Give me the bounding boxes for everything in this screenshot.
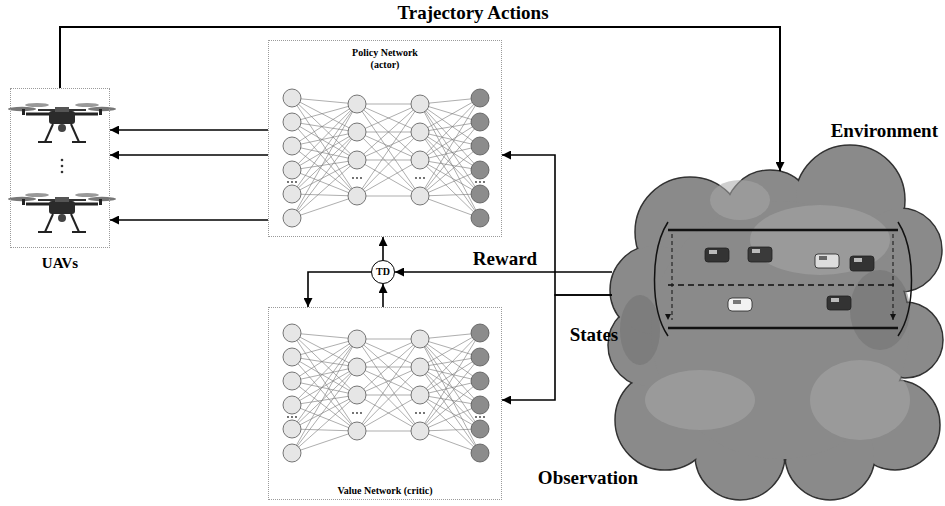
road <box>655 222 912 336</box>
node-heading: UAVs <box>11 255 109 272</box>
environment-cloud: Environment <box>612 160 940 500</box>
edge-label: Trajectory Actions <box>394 2 551 24</box>
uav-drones <box>8 103 116 232</box>
environment-cloud-shape <box>608 145 943 500</box>
flow-arrow <box>110 219 268 221</box>
node-heading: TD <box>376 266 390 278</box>
neural-network <box>283 89 489 462</box>
node-heading: Value Network (critic) <box>337 485 433 497</box>
flow-arrow <box>502 295 612 400</box>
flow-arrow <box>382 237 384 260</box>
free-label: Observation <box>535 467 641 489</box>
edge-label: Reward <box>470 248 540 270</box>
td-circle: TD <box>371 260 395 284</box>
flow-arrow <box>308 272 371 307</box>
node-heading: Environment <box>831 120 938 142</box>
flow-arrow <box>110 129 268 131</box>
flow-arrow <box>60 27 780 171</box>
flow-arrow <box>395 271 612 273</box>
flow-arrow <box>382 284 384 307</box>
flow-arrow <box>502 155 612 295</box>
policy-network-box: Policy Network (actor) <box>268 40 502 237</box>
value-network-box: Value Network (critic) <box>268 307 502 500</box>
node-heading: Policy Network (actor) <box>337 41 433 70</box>
uav-group: UAVs <box>10 88 110 248</box>
free-label: States <box>567 324 622 346</box>
flow-arrow <box>110 154 268 156</box>
